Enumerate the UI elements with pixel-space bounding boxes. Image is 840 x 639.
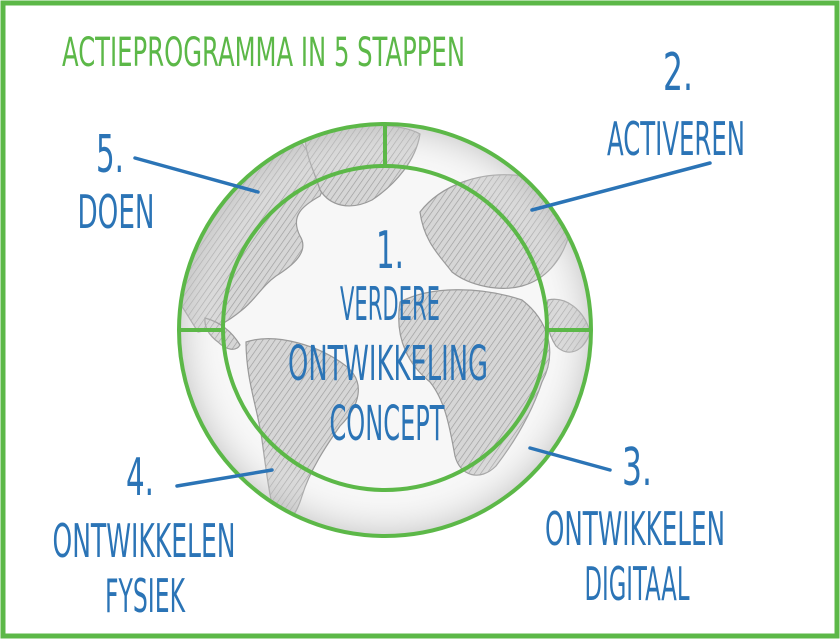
pointer-step-3 [528, 446, 612, 472]
step-4: 4. ONTWIKKELEN FYSIEK [53, 448, 236, 623]
step-1-line-1: VERDERE [340, 277, 440, 331]
step-4-label-line-2: FYSIEK [105, 569, 186, 623]
step-1: 1. VERDERE ONTWIKKELING CONCEPT [288, 221, 488, 452]
pointer-step-2 [530, 161, 712, 212]
step-1-line-3: CONCEPT [330, 396, 445, 452]
step-4-label-line-1: ONTWIKKELEN [53, 514, 236, 568]
step-2: 2. ACTIVEREN [607, 43, 745, 166]
step-1-line-2: ONTWIKKELING [288, 336, 488, 392]
step-5: 5. DOEN [78, 125, 155, 239]
step-3: 3. ONTWIKKELEN DIGITAAL [545, 438, 725, 611]
pointer-step-5 [133, 156, 260, 194]
step-5-label: DOEN [78, 185, 155, 239]
globe [177, 122, 593, 538]
step-1-number: 1. [376, 221, 404, 281]
pointer-step-4 [175, 468, 274, 488]
step-3-label-line-2: DIGITAAL [585, 557, 690, 611]
step-4-number: 4. [126, 448, 154, 508]
step-2-label: ACTIVEREN [607, 112, 745, 166]
step-3-label-line-1: ONTWIKKELEN [545, 502, 725, 556]
page-title: ACTIEPROGRAMMA IN 5 STAPPEN [62, 30, 465, 76]
globe-shading [179, 124, 591, 536]
step-5-number: 5. [96, 125, 124, 185]
step-3-number: 3. [622, 438, 652, 498]
step-2-number: 2. [663, 43, 693, 103]
